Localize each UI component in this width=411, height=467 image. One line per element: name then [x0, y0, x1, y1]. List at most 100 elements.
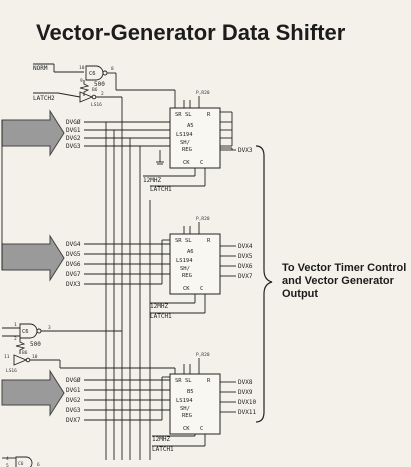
page-title: Vector-Generator Data Shifter [36, 20, 346, 45]
svg-text:C: C [200, 160, 203, 166]
svg-text:P,R20: P,R20 [196, 352, 210, 358]
svg-text:B6: B6 [92, 87, 98, 93]
b5-output-1: DVX9 [238, 389, 253, 396]
gate-b6 [79, 91, 94, 103]
resistor-bottom [15, 338, 26, 354]
svg-text:9: 9 [80, 78, 83, 84]
svg-text:R: R [207, 378, 211, 384]
svg-text:LATCH1: LATCH1 [152, 446, 174, 453]
svg-text:REG: REG [182, 147, 192, 153]
svg-text:CK: CK [183, 160, 190, 166]
svg-text:A6: A6 [187, 249, 194, 255]
svg-text:CK: CK [183, 426, 190, 432]
svg-text:3: 3 [48, 325, 51, 331]
svg-text:SL: SL [185, 238, 192, 244]
annotation-line-3: Output [282, 288, 318, 300]
output-brace [255, 145, 273, 423]
svg-text:REG: REG [182, 413, 192, 419]
input-arrow-1 [1, 109, 65, 157]
svg-text:SR: SR [175, 112, 182, 118]
svg-text:C: C [200, 286, 203, 292]
svg-text:8: 8 [111, 66, 114, 72]
chip-a6: P,R20 SR SL R A6 LS194 SH/ REG CK C DVG4… [66, 216, 253, 320]
svg-text:12MHZ: 12MHZ [150, 303, 168, 310]
svg-text:5: 5 [6, 463, 9, 467]
a6-output-1: DVX5 [238, 253, 253, 260]
svg-text:SL: SL [185, 112, 192, 118]
a6-output-0: DVX4 [238, 243, 253, 250]
svg-text:2: 2 [14, 336, 17, 342]
svg-text:B6: B6 [22, 350, 28, 356]
a6-input-2: DVG6 [66, 261, 81, 268]
svg-text:LS194: LS194 [176, 258, 193, 264]
b5-output-2: DVX10 [238, 399, 256, 406]
b5-input-3: DVG3 [66, 407, 81, 414]
svg-text:10: 10 [79, 65, 85, 71]
chip-a6-body [169, 233, 221, 295]
svg-text:11: 11 [4, 354, 10, 360]
svg-text:C6: C6 [22, 329, 29, 335]
a6-output-3: DVX7 [238, 273, 253, 280]
b5-input-1: DVG1 [66, 387, 81, 394]
svg-text:LS194: LS194 [176, 398, 193, 404]
svg-text:R: R [207, 112, 211, 118]
gate-c6-footer [15, 456, 33, 467]
input-arrow-2 [1, 234, 65, 282]
b5-input-2: DVG2 [66, 397, 81, 404]
svg-text:500: 500 [30, 341, 41, 348]
svg-text:P,R20: P,R20 [196, 216, 210, 222]
svg-text:C: C [200, 426, 203, 432]
svg-text:12MHZ: 12MHZ [152, 436, 170, 443]
bottom-logic: 1 2 C6 3 500 B6 LS16 11 10 [2, 322, 176, 374]
latch2-label: LATCH2 [33, 95, 55, 102]
a6-input-1: DVG5 [66, 251, 81, 258]
a5-output-0: DVX3 [238, 147, 253, 154]
svg-text:SH/: SH/ [180, 406, 190, 412]
annotation-line-1: To Vector Timer Control [282, 262, 406, 274]
svg-text:LS194: LS194 [176, 132, 193, 138]
a6-output-2: DVX6 [238, 263, 253, 270]
gate-b6-bottom [13, 354, 28, 366]
svg-text:C6: C6 [89, 71, 96, 77]
svg-text:REG: REG [182, 273, 192, 279]
chip-a5-body [169, 107, 221, 169]
input-arrow-3 [1, 369, 65, 417]
svg-text:SH/: SH/ [180, 266, 190, 272]
svg-text:C6: C6 [18, 461, 24, 467]
svg-text:SL: SL [185, 378, 192, 384]
svg-text:6: 6 [37, 462, 40, 467]
top-logic: NORM 10 C6 9 8 500 LATCH2 B6 LS16 2 [33, 63, 176, 460]
svg-text:500: 500 [94, 81, 105, 88]
svg-text:4: 4 [6, 456, 9, 462]
resistor [79, 80, 90, 96]
chip-a5: P,R20 SR SL R A5 LS194 SH/ REG CK C DVGØ… [66, 90, 253, 193]
svg-text:SH/: SH/ [180, 140, 190, 146]
a5-input-1: DVG1 [66, 127, 81, 134]
b5-output-3: DVX11 [238, 409, 256, 416]
svg-text:LATCH1: LATCH1 [150, 313, 172, 320]
a5-input-2: DVG2 [66, 135, 81, 142]
svg-text:LATCH1: LATCH1 [150, 186, 172, 193]
svg-text:B5: B5 [187, 389, 194, 395]
svg-text:2: 2 [101, 91, 104, 97]
svg-text:CK: CK [183, 286, 190, 292]
a5-input-0: DVGØ [66, 119, 81, 126]
b5-input-4: DVX7 [66, 417, 81, 424]
svg-text:SR: SR [175, 378, 182, 384]
svg-text:12MHZ: 12MHZ [143, 177, 161, 184]
a6-input-0: DVG4 [66, 241, 81, 248]
b5-output-0: DVX8 [238, 379, 253, 386]
svg-text:A5: A5 [187, 123, 194, 129]
svg-text:1: 1 [14, 322, 17, 328]
norm-label: NORM [33, 65, 48, 72]
b5-input-0: DVGØ [66, 377, 81, 384]
svg-text:10: 10 [32, 354, 38, 360]
a6-input-3: DVG7 [66, 271, 81, 278]
svg-text:P,R20: P,R20 [196, 90, 210, 96]
svg-text:LS16: LS16 [6, 368, 17, 374]
chip-b5: P,R20 SR SL R B5 LS194 SH/ REG CK C DVGØ… [66, 352, 256, 453]
chip-b5-body [169, 373, 221, 435]
svg-text:R: R [207, 238, 211, 244]
